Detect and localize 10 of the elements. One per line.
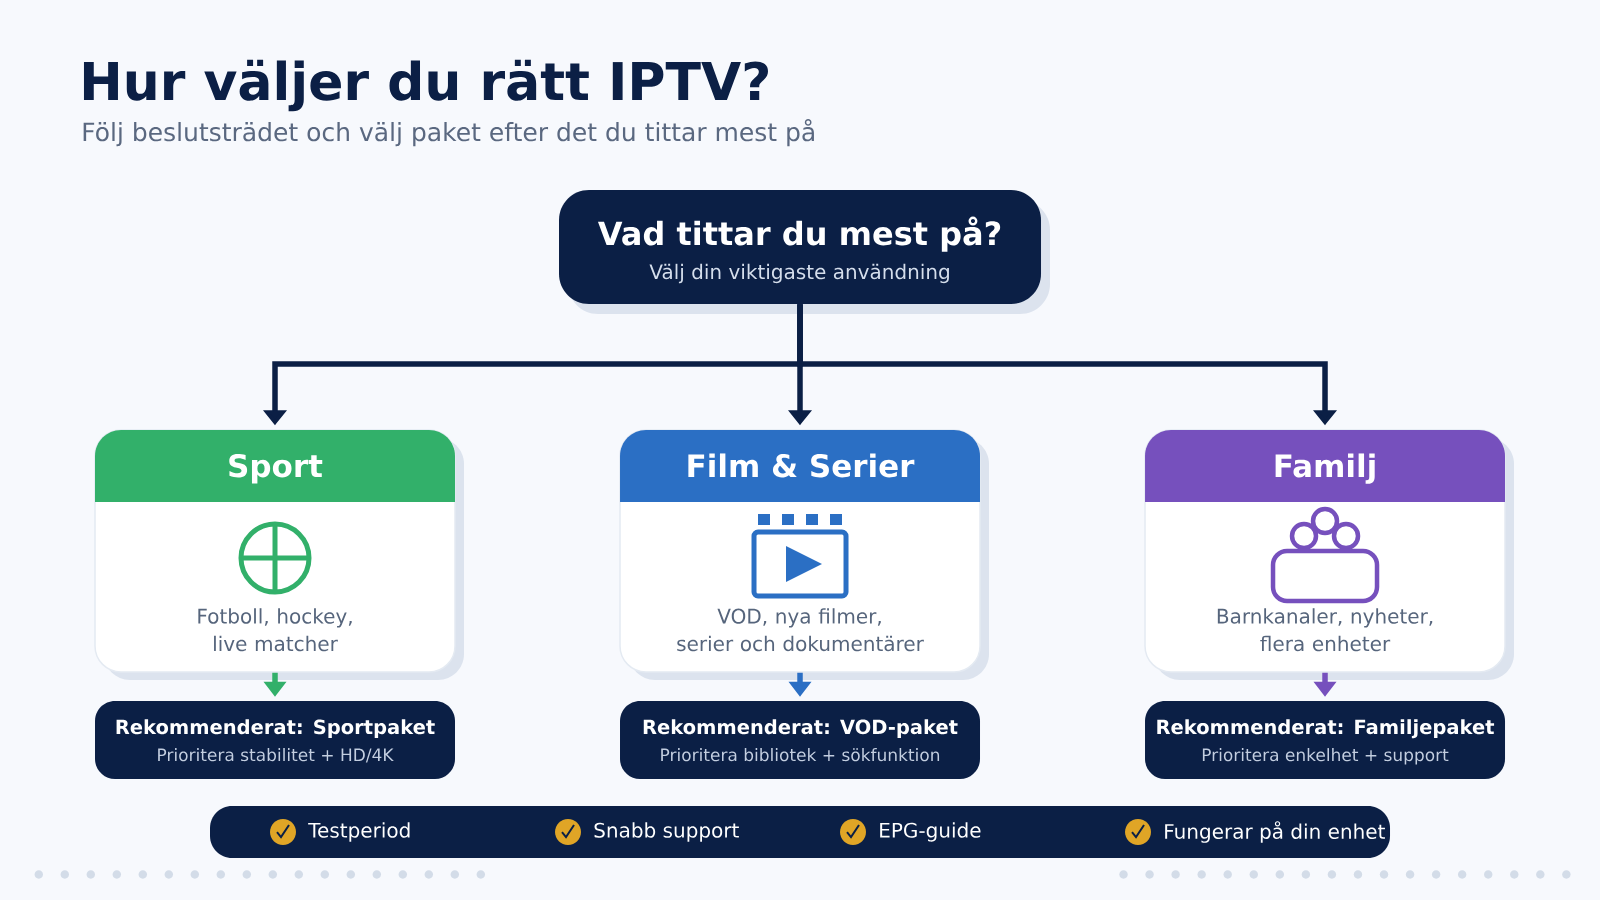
recommendation-box: Rekommenderat: VOD-paket Prioritera bibliotek + sökfunktion	[620, 701, 980, 779]
subtitle: Följ beslutsträdet och välj paket efter det du tittar mest på	[83, 119, 814, 147]
feature-label: Testperiod	[308, 822, 410, 842]
title: Hur väljer du rätt IPTV?	[83, 59, 768, 112]
recommendation-box: Rekommenderat: Familjepaket Prioritera enkelhet + support	[1145, 701, 1505, 779]
recommendation-box: Rekommenderat: Sportpaket Prioritera stabilitet + HD/4K	[95, 701, 455, 779]
feature-label: Snabb support	[594, 822, 739, 842]
feature-label: Fungerar på din enhet	[1165, 821, 1385, 843]
feature-label: EPG-guide	[880, 822, 981, 842]
question-box: Vad tittar du mest på? Välj din viktigaste användning	[559, 190, 1050, 314]
